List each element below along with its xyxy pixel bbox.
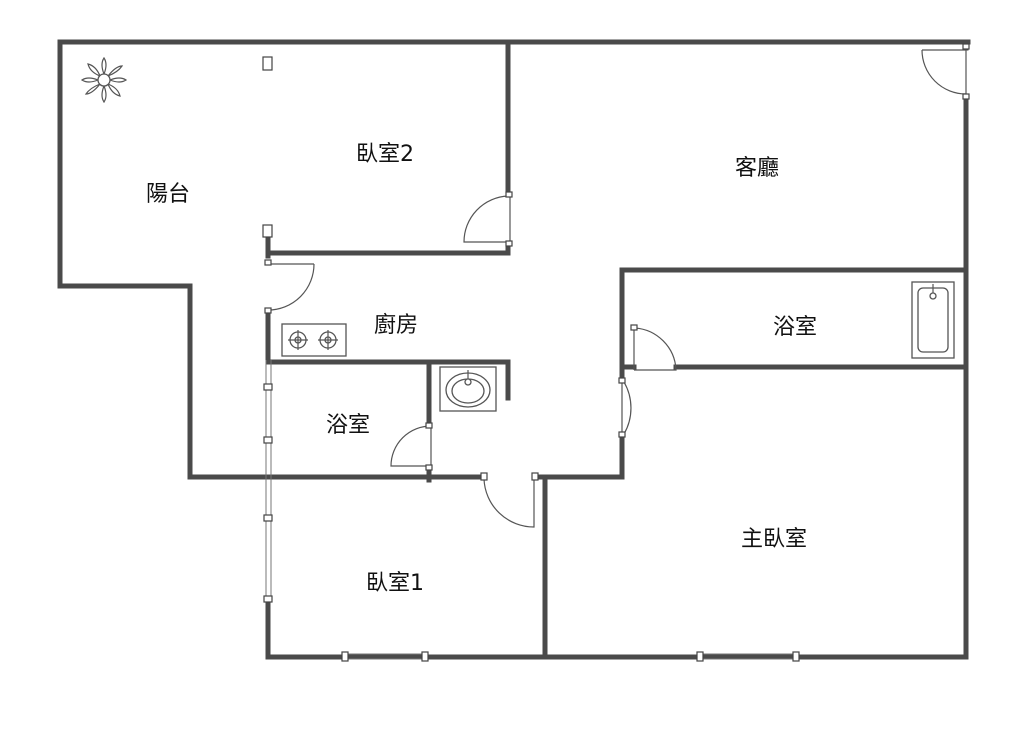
room-label-bedroom2: 臥室2 bbox=[356, 142, 414, 167]
windows bbox=[262, 56, 800, 662]
room-label-kitchen: 廚房 bbox=[374, 313, 419, 338]
bathtub-icon bbox=[911, 281, 955, 359]
room-label-bath-right: 浴室 bbox=[773, 315, 818, 340]
bedroom1-door bbox=[483, 478, 535, 528]
room-label-bedroom1: 臥室1 bbox=[366, 571, 424, 596]
bath-left-door bbox=[390, 425, 432, 468]
bedroom2-door bbox=[463, 195, 511, 244]
doors bbox=[264, 43, 970, 528]
kitchen-door bbox=[267, 263, 315, 311]
walls bbox=[57, 39, 971, 660]
plant-icon bbox=[80, 56, 128, 104]
pillar-bottom bbox=[262, 224, 273, 238]
room-label-master: 主臥室 bbox=[741, 527, 808, 552]
sink-icon bbox=[439, 366, 497, 412]
room-label-living: 客廳 bbox=[735, 156, 780, 181]
fixtures bbox=[80, 56, 955, 412]
entrance-door bbox=[921, 48, 967, 98]
master-door bbox=[621, 381, 632, 436]
wall-master-top bbox=[533, 433, 625, 480]
room-label-balcony: 陽台 bbox=[146, 182, 191, 207]
stove-icon bbox=[281, 323, 347, 357]
pillar-top bbox=[262, 56, 273, 71]
room-label-bath-left: 浴室 bbox=[326, 413, 371, 438]
wall-left bbox=[57, 39, 271, 480]
bath-right-door bbox=[633, 327, 677, 371]
wall-kitchen-bottom bbox=[265, 359, 511, 401]
